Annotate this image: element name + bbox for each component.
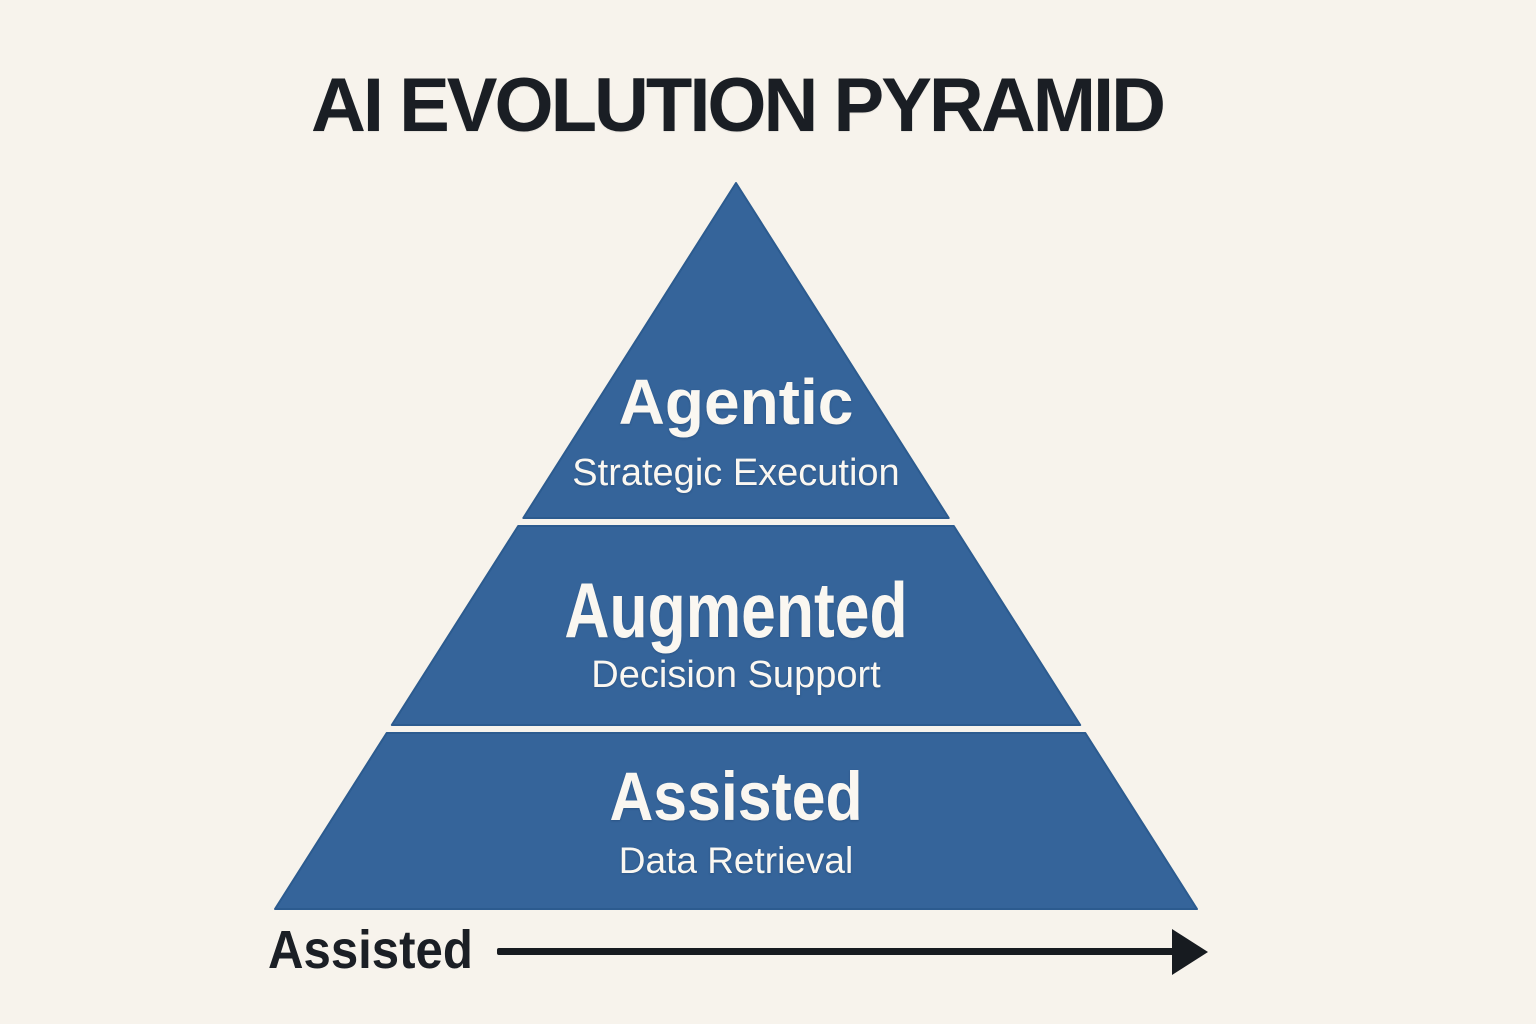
title-container: AI EVOLUTION PYRAMID bbox=[0, 66, 1505, 146]
pyramid-tier-augmented-shape bbox=[390, 525, 1082, 726]
tier-augmented-name: Augmented bbox=[564, 566, 908, 654]
axis-arrow-head-icon bbox=[1172, 929, 1208, 975]
tier-assisted-subtitle: Data Retrieval bbox=[618, 840, 854, 881]
tier-augmented-subtitle: Decision Support bbox=[591, 654, 881, 696]
diagram-title: AI EVOLUTION PYRAMID bbox=[310, 63, 1166, 148]
tier-agentic-subtitle: Strategic Execution bbox=[572, 452, 900, 494]
pyramid-tier-assisted-shape bbox=[274, 732, 1198, 910]
axis-label: Assisted bbox=[268, 920, 473, 980]
pyramid-tier-agentic-shape bbox=[522, 182, 950, 519]
tier-agentic-name: Agentic bbox=[618, 366, 854, 438]
tier-assisted-name: Assisted bbox=[609, 758, 863, 835]
axis-arrow-line bbox=[497, 948, 1177, 955]
